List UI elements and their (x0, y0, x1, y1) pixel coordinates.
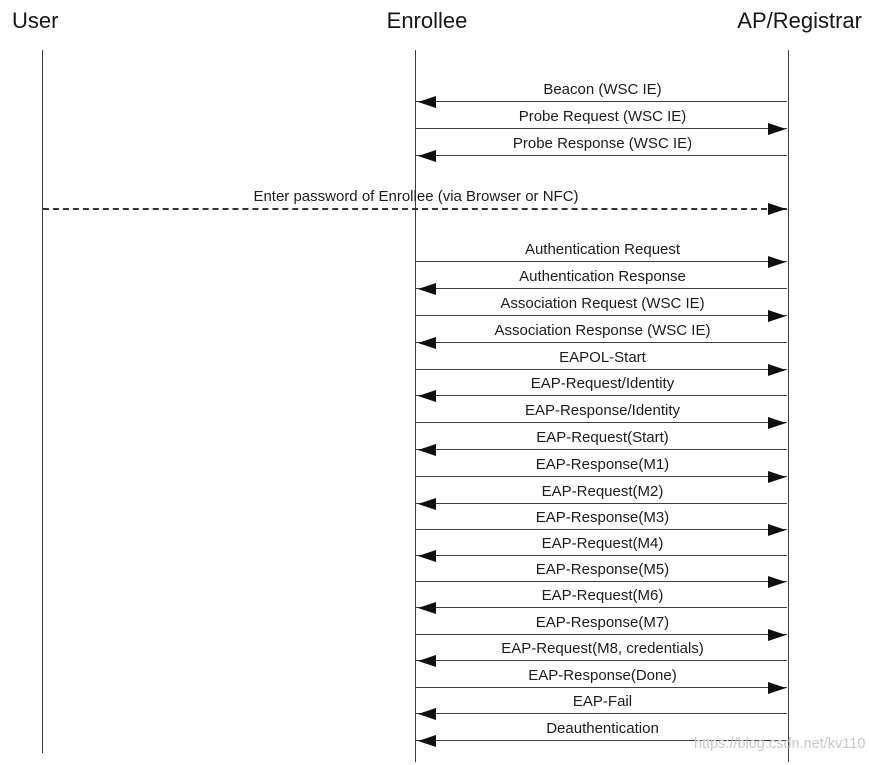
message-line (416, 342, 787, 343)
message-label: EAP-Response(M1) (535, 456, 670, 473)
actor-label-ap-registrar: AP/Registrar (737, 8, 862, 33)
arrowhead-left-icon (418, 655, 436, 667)
message-line (416, 261, 787, 262)
message-label: EAP-Request/Identity (530, 375, 675, 392)
message-line (416, 740, 787, 741)
arrowhead-left-icon (418, 735, 436, 747)
message-line (416, 155, 787, 156)
actor-label-enrollee: Enrollee (386, 8, 468, 33)
message-label: EAP-Response(M7) (535, 614, 670, 631)
arrowhead-right-icon (768, 256, 786, 268)
arrowhead-right-icon (768, 471, 786, 483)
message-label: Enter password of Enrollee (via Browser … (253, 188, 579, 205)
message-line (416, 101, 787, 102)
message-label: EAP-Request(M8, credentials) (501, 640, 704, 657)
message-line (416, 288, 787, 289)
arrowhead-left-icon (418, 498, 436, 510)
message-line (416, 128, 787, 129)
arrowhead-right-icon (768, 524, 786, 536)
message-label: EAP-Response(M5) (535, 561, 670, 578)
arrowhead-right-icon (768, 682, 786, 694)
message-label: Probe Response (WSC IE) (512, 135, 693, 152)
arrowhead-right-icon (768, 364, 786, 376)
message-label: EAP-Response/Identity (524, 402, 681, 419)
message-label: EAP-Request(M2) (541, 483, 664, 500)
message-line (416, 687, 787, 688)
message-label: Association Response (WSC IE) (494, 322, 711, 339)
enrollee-lifeline (415, 50, 416, 762)
message-line (416, 713, 787, 714)
message-line (416, 607, 787, 608)
message-line (416, 315, 787, 316)
message-line (416, 449, 787, 450)
message-line (416, 503, 787, 504)
arrowhead-left-icon (418, 150, 436, 162)
message-label: EAP-Request(M4) (541, 535, 664, 552)
message-label: Beacon (WSC IE) (543, 81, 662, 98)
message-label: EAP-Request(Start) (536, 429, 669, 446)
message-line (416, 634, 787, 635)
actor-label-user: User (12, 8, 59, 33)
message-line (416, 555, 787, 556)
message-label: Authentication Response (519, 268, 686, 285)
arrowhead-left-icon (418, 708, 436, 720)
message-label: EAP-Response(M3) (535, 509, 670, 526)
arrowhead-left-icon (418, 283, 436, 295)
dashed-message-line (43, 208, 787, 210)
message-line (416, 395, 787, 396)
watermark-text: https://blog.csdn.net/kv110 (694, 736, 866, 752)
message-label: EAP-Request(M6) (541, 587, 664, 604)
message-label: EAPOL-Start (559, 349, 646, 366)
arrowhead-left-icon (418, 390, 436, 402)
message-label: EAP-Fail (572, 693, 633, 710)
arrowhead-left-icon (418, 337, 436, 349)
message-label: Association Request (WSC IE) (500, 295, 705, 312)
message-line (416, 529, 787, 530)
message-label: Deauthentication (546, 720, 659, 737)
arrowhead-left-icon (418, 96, 436, 108)
message-line (416, 369, 787, 370)
message-line (416, 660, 787, 661)
arrowhead-left-icon (418, 550, 436, 562)
arrowhead-left-icon (418, 602, 436, 614)
arrowhead-right-icon (768, 310, 786, 322)
user-lifeline (42, 50, 43, 753)
message-line (416, 422, 787, 423)
arrowhead-left-icon (418, 444, 436, 456)
message-line (416, 476, 787, 477)
message-label: Authentication Request (524, 241, 681, 258)
message-label: EAP-Response(Done) (528, 667, 677, 684)
arrowhead-right-icon (768, 629, 786, 641)
arrowhead-right-icon (768, 123, 786, 135)
arrowhead-right-icon (768, 576, 786, 588)
message-line (416, 581, 787, 582)
arrowhead-right-icon (768, 417, 786, 429)
message-label: Probe Request (WSC IE) (518, 108, 687, 125)
ap-registrar-lifeline (788, 50, 789, 762)
arrowhead-right-icon (768, 203, 786, 215)
